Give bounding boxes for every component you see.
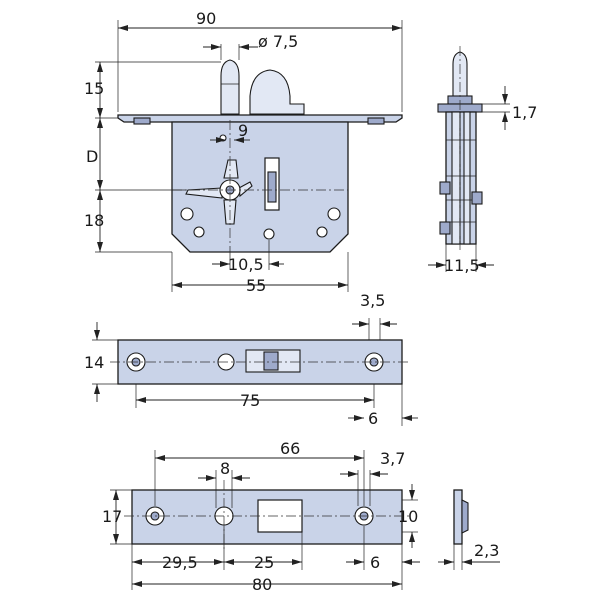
face-plate-view [110,339,410,385]
case-hole-4 [316,226,328,238]
flange-boss-right [367,117,385,125]
dim-3-5: 3,5 [352,291,397,340]
main-lock-view [117,59,403,253]
case-hole-2 [193,226,205,238]
dim-10: 10 [398,484,418,548]
dim-6-strike-label: 6 [370,553,380,572]
dim-3-5-label: 3,5 [360,291,385,310]
dim-10-5: 10,5 [212,240,284,274]
case-hole-5 [263,228,275,240]
dim-17: 17 [102,489,132,545]
dim-left-chain: 15 D 18 [84,61,221,253]
dim-90-label: 90 [196,9,216,28]
dim-1-7: 1,7 [482,86,537,130]
dim-pin-diameter: ø 7,5 [203,32,298,60]
dim-8: 8 [198,459,250,508]
dim-6-face: 6 [348,384,418,428]
dim-10-5-label: 10,5 [228,255,264,274]
flange-boss-left [133,117,151,125]
dim-17-label: 17 [102,507,122,526]
dim-55: 55 [171,252,349,295]
dim-75-label: 75 [240,391,260,410]
dim-10-label: 10 [398,507,418,526]
dim-80: 80 [132,575,402,594]
side-view [437,46,483,250]
dim-75: 75 [135,384,375,410]
dim-9-label: 9 [238,121,248,140]
dim-55-label: 55 [246,276,266,295]
dim-8-label: 8 [220,459,230,478]
dim-14: 14 [84,322,118,402]
strike-side-profile [453,489,469,545]
dim-66-label: 66 [280,439,300,458]
dim-25-label: 25 [254,553,274,572]
strike-plate-view [124,480,410,550]
dim-pin-diameter-label: ø 7,5 [258,32,298,51]
dim-18-label: 18 [84,211,104,230]
case-hole-1 [180,207,194,221]
dim-90: 90 [117,9,403,112]
dim-11-5-label: 11,5 [444,256,480,275]
dim-D-label: D [86,147,98,166]
dim-bottom-chain: 29,5 25 6 [131,526,420,590]
bolt-pin [220,59,240,115]
dim-2-3: 2,3 [438,541,500,570]
dim-14-label: 14 [84,353,104,372]
dim-29-5-label: 29,5 [162,553,198,572]
dim-66: 66 [154,439,365,506]
dim-2-3-label: 2,3 [474,541,499,560]
lock-case [171,121,349,253]
dim-9: 9 [210,121,250,143]
dim-1-7-label: 1,7 [512,103,537,122]
dim-11-5: 11,5 [428,244,494,275]
bolt-hook [249,69,305,115]
lock-flange [117,114,403,123]
case-hole-3 [327,207,341,221]
dim-80-label: 80 [252,575,272,594]
dim-3-7-label: 3,7 [380,449,405,468]
dim-6-face-label: 6 [368,409,378,428]
dim-3-7: 3,7 [340,449,405,506]
dim-15-label: 15 [84,79,104,98]
